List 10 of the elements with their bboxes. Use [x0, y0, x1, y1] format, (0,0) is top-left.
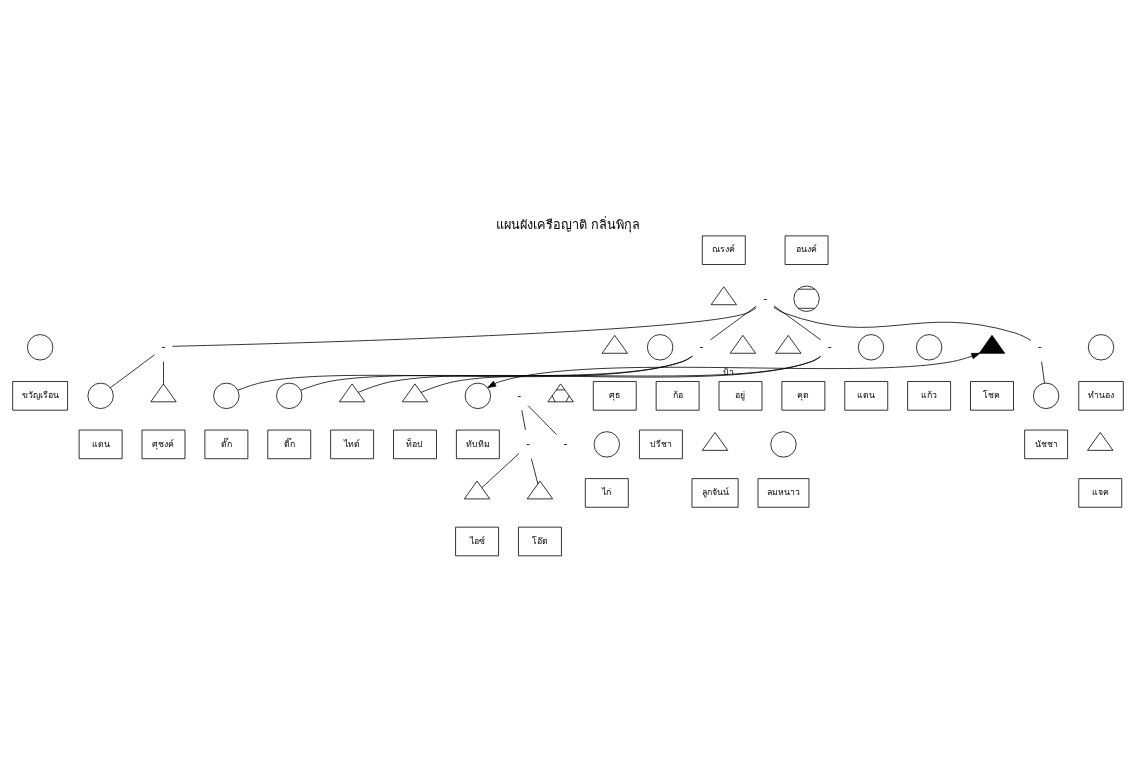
node-text: - [1037, 340, 1042, 354]
node-text: - [563, 437, 568, 451]
node-text: - [827, 340, 832, 354]
node-text: - [699, 340, 704, 354]
node-text: - [161, 340, 166, 354]
edge-label: ป้า [723, 366, 735, 377]
diagram-title: แผนผังเครือญาติ กลิ่นพิกุล [495, 216, 641, 232]
node-text: - [526, 437, 531, 451]
node-text: - [517, 388, 522, 402]
node-text: - [763, 291, 768, 305]
